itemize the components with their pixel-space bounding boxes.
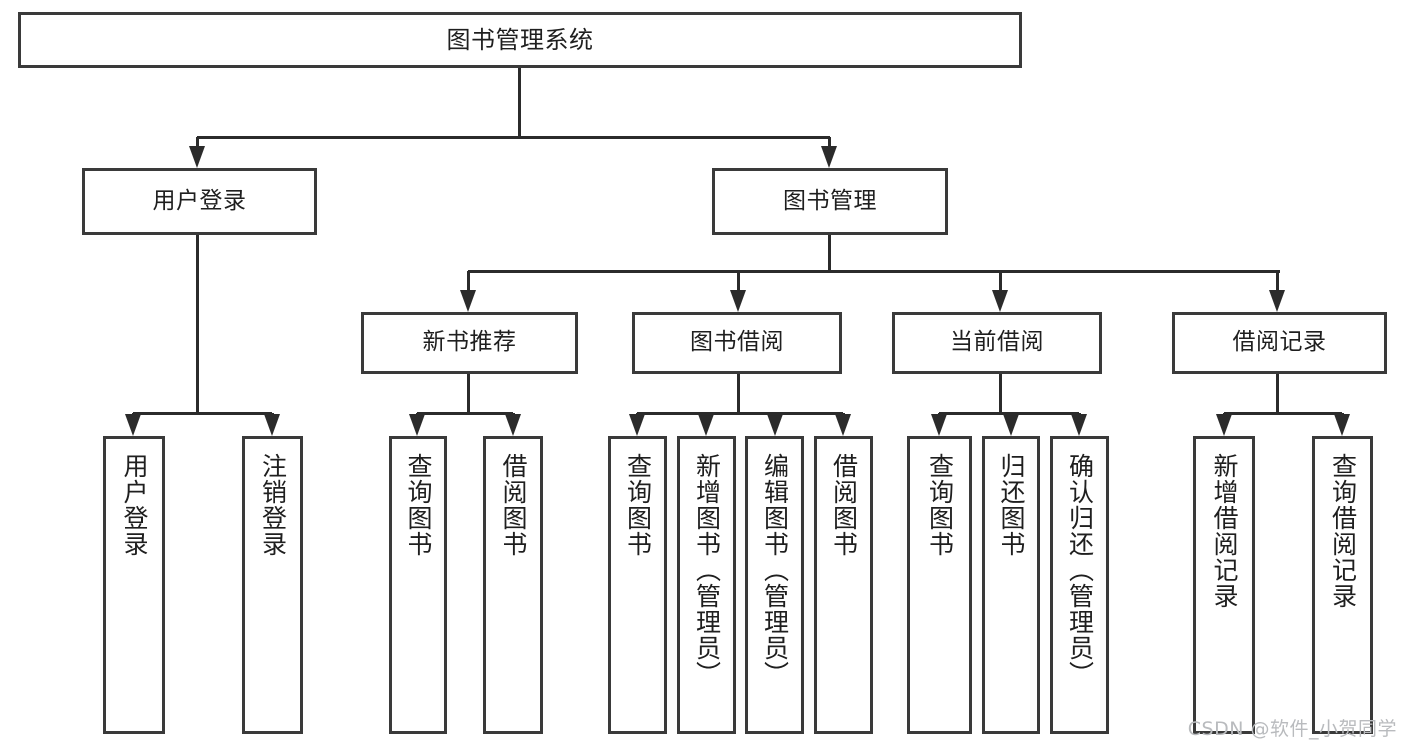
arrow-head-icon (730, 290, 746, 312)
connector-group-stem (999, 374, 1002, 413)
connector-leaf-drop (774, 413, 777, 414)
connector-leaf-drop (1341, 413, 1344, 414)
connector-leaf-drop (1223, 413, 1226, 414)
connector-leaf-drop (271, 413, 274, 414)
node-归还图书[interactable]: 归还图书 (982, 436, 1040, 734)
arrow-head-icon (264, 414, 280, 436)
node-借阅记录[interactable]: 借阅记录 (1172, 312, 1387, 374)
node-图书管理[interactable]: 图书管理 (712, 168, 948, 235)
connector-level3-drop (999, 271, 1002, 290)
connector-leaf-drop (636, 413, 639, 414)
connector-leaf-drop (132, 413, 135, 414)
node-label: 归还图书 (997, 453, 1026, 557)
node-编辑图书管理员[interactable]: 编辑图书（管理员） (745, 436, 804, 734)
connector-level3-bus (468, 270, 1280, 273)
node-label: 新书推荐 (422, 329, 517, 356)
connector-level2-drop (828, 137, 831, 148)
arrow-head-icon (125, 414, 141, 436)
node-label: 图书管理 (783, 187, 877, 214)
node-查询借阅记录[interactable]: 查询借阅记录 (1312, 436, 1373, 734)
connector-level3-drop (1276, 271, 1279, 290)
connector-leaf-drop (842, 413, 845, 414)
node-label: 图书管理系统 (446, 25, 594, 54)
arrow-head-icon (1269, 290, 1285, 312)
node-label: 新增图书（管理员） (692, 453, 722, 687)
connector-leaf-bus (133, 412, 272, 415)
node-label: 当前借阅 (950, 329, 1044, 356)
node-label: 查询借阅记录 (1328, 453, 1358, 609)
node-label: 用户登录 (152, 187, 247, 214)
arrow-head-icon (931, 414, 947, 436)
arrow-head-icon (992, 290, 1008, 312)
node-查询图书[interactable]: 查询图书 (389, 436, 447, 734)
node-用户登录[interactable]: 用户登录 (103, 436, 165, 734)
node-label: 借阅图书 (829, 453, 859, 557)
connector-leaf-drop (416, 413, 419, 414)
node-label: 新增借阅记录 (1210, 453, 1239, 609)
connector-group-stem (467, 374, 470, 413)
connector-group-stem (737, 374, 740, 413)
arrow-head-icon (409, 414, 425, 436)
connector-level2-bus (197, 136, 830, 139)
arrow-head-icon (1334, 414, 1350, 436)
arrow-head-icon (505, 414, 521, 436)
node-label: 借阅图书 (499, 453, 528, 557)
node-查询图书[interactable]: 查询图书 (608, 436, 667, 734)
node-新书推荐[interactable]: 新书推荐 (361, 312, 578, 374)
connector-leaf-bus (637, 412, 843, 415)
node-借阅图书[interactable]: 借阅图书 (814, 436, 873, 734)
connector-level3-drop (737, 271, 740, 290)
node-root[interactable]: 图书管理系统 (18, 12, 1022, 68)
connector-leaf-drop (512, 413, 515, 414)
node-label: 注销登录 (258, 453, 288, 557)
connector-login-stem (196, 235, 199, 413)
node-当前借阅[interactable]: 当前借阅 (892, 312, 1102, 374)
arrow-head-icon (1071, 414, 1087, 436)
node-label: 编辑图书（管理员） (760, 453, 790, 687)
arrow-head-icon (460, 290, 476, 312)
node-新增图书管理员[interactable]: 新增图书（管理员） (677, 436, 736, 734)
node-label: 查询图书 (925, 453, 955, 557)
arrow-head-icon (835, 414, 851, 436)
connector-level2-drop (196, 137, 199, 148)
node-label: 查询图书 (623, 453, 653, 557)
arrow-head-icon (629, 414, 645, 436)
node-图书借阅[interactable]: 图书借阅 (632, 312, 842, 374)
connector-leaf-bus (417, 412, 513, 415)
node-label: 图书借阅 (690, 329, 784, 356)
connector-leaf-drop (938, 413, 941, 414)
connector-leaf-bus (939, 412, 1079, 415)
arrow-head-icon (1003, 414, 1019, 436)
arrow-head-icon (698, 414, 714, 436)
node-查询图书[interactable]: 查询图书 (907, 436, 972, 734)
node-注销登录[interactable]: 注销登录 (242, 436, 303, 734)
node-label: 借阅记录 (1232, 329, 1327, 356)
node-label: 用户登录 (120, 453, 149, 557)
connector-leaf-drop (1078, 413, 1081, 414)
connector-root-stem (518, 68, 521, 137)
arrow-head-icon (189, 146, 205, 168)
node-用户登录[interactable]: 用户登录 (82, 168, 317, 235)
node-确认归还管理员[interactable]: 确认归还（管理员） (1050, 436, 1109, 734)
arrow-head-icon (821, 146, 837, 168)
connector-level3-drop (467, 271, 470, 290)
connector-leaf-drop (1010, 413, 1013, 414)
connector-leaf-drop (705, 413, 708, 414)
node-借阅图书[interactable]: 借阅图书 (483, 436, 543, 734)
connector-group-stem (1276, 374, 1279, 413)
node-新增借阅记录[interactable]: 新增借阅记录 (1193, 436, 1255, 734)
connector-management-stem (828, 235, 831, 271)
arrow-head-icon (767, 414, 783, 436)
node-label: 确认归还（管理员） (1065, 453, 1095, 687)
connector-leaf-bus (1224, 412, 1342, 415)
node-label: 查询图书 (404, 453, 433, 557)
arrow-head-icon (1216, 414, 1232, 436)
